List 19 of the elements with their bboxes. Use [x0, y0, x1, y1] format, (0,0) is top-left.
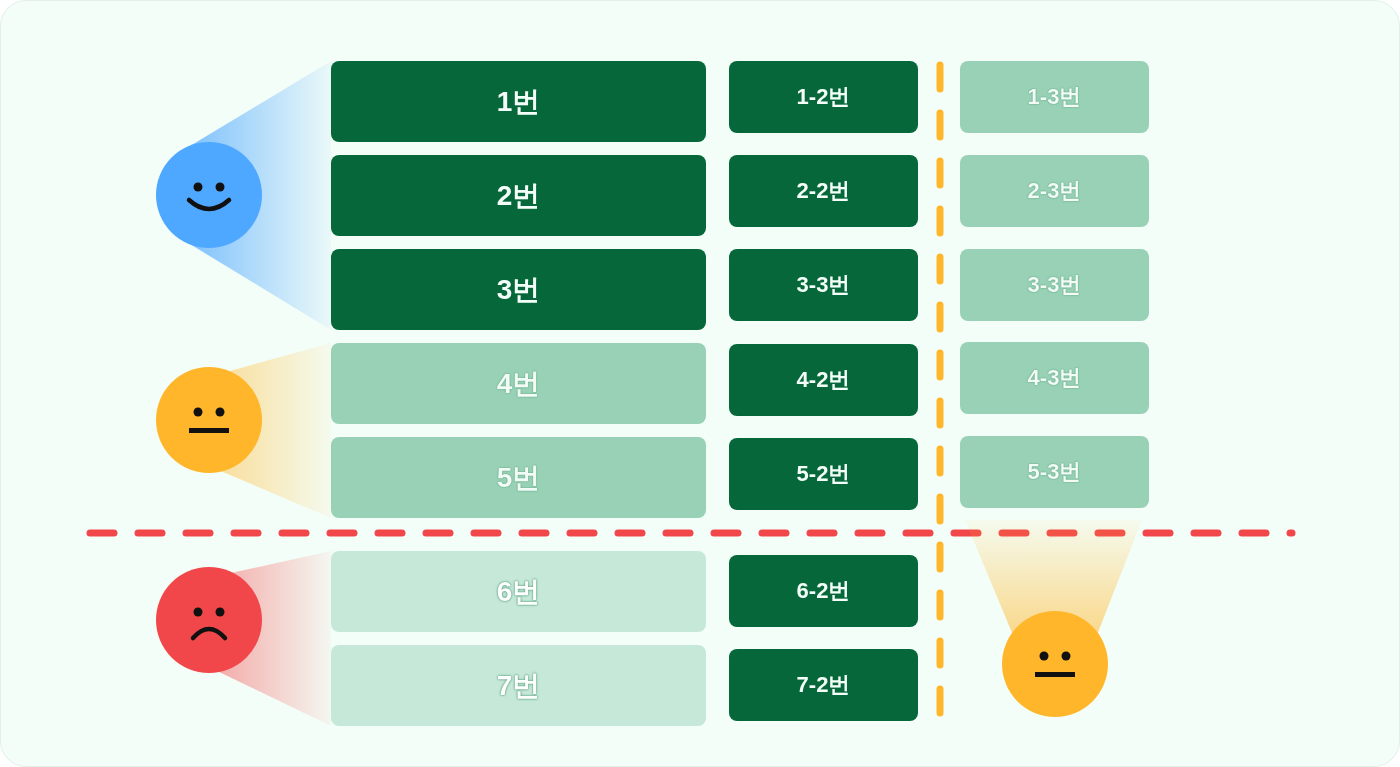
number-tile: 6-2번 [729, 555, 918, 627]
number-tile: 4번 [331, 343, 706, 424]
number-tile: 2-3번 [960, 155, 1149, 227]
number-tile: 5번 [331, 437, 706, 518]
number-tile: 3-3번 [960, 249, 1149, 321]
number-tile: 1-3번 [960, 61, 1149, 133]
number-tile: 3-3번 [729, 249, 918, 321]
number-tile: 2번 [331, 155, 706, 236]
number-tile: 2-2번 [729, 155, 918, 227]
number-tile: 6번 [331, 551, 706, 632]
number-tile: 7-2번 [729, 649, 918, 721]
number-tile: 1-2번 [729, 61, 918, 133]
number-tile: 7번 [331, 645, 706, 726]
number-tile: 5-3번 [960, 436, 1149, 508]
number-tile: 4-3번 [960, 342, 1149, 414]
number-tile: 4-2번 [729, 344, 918, 416]
number-tile: 5-2번 [729, 438, 918, 510]
number-tile: 1번 [331, 61, 706, 142]
number-tile: 3번 [331, 249, 706, 330]
